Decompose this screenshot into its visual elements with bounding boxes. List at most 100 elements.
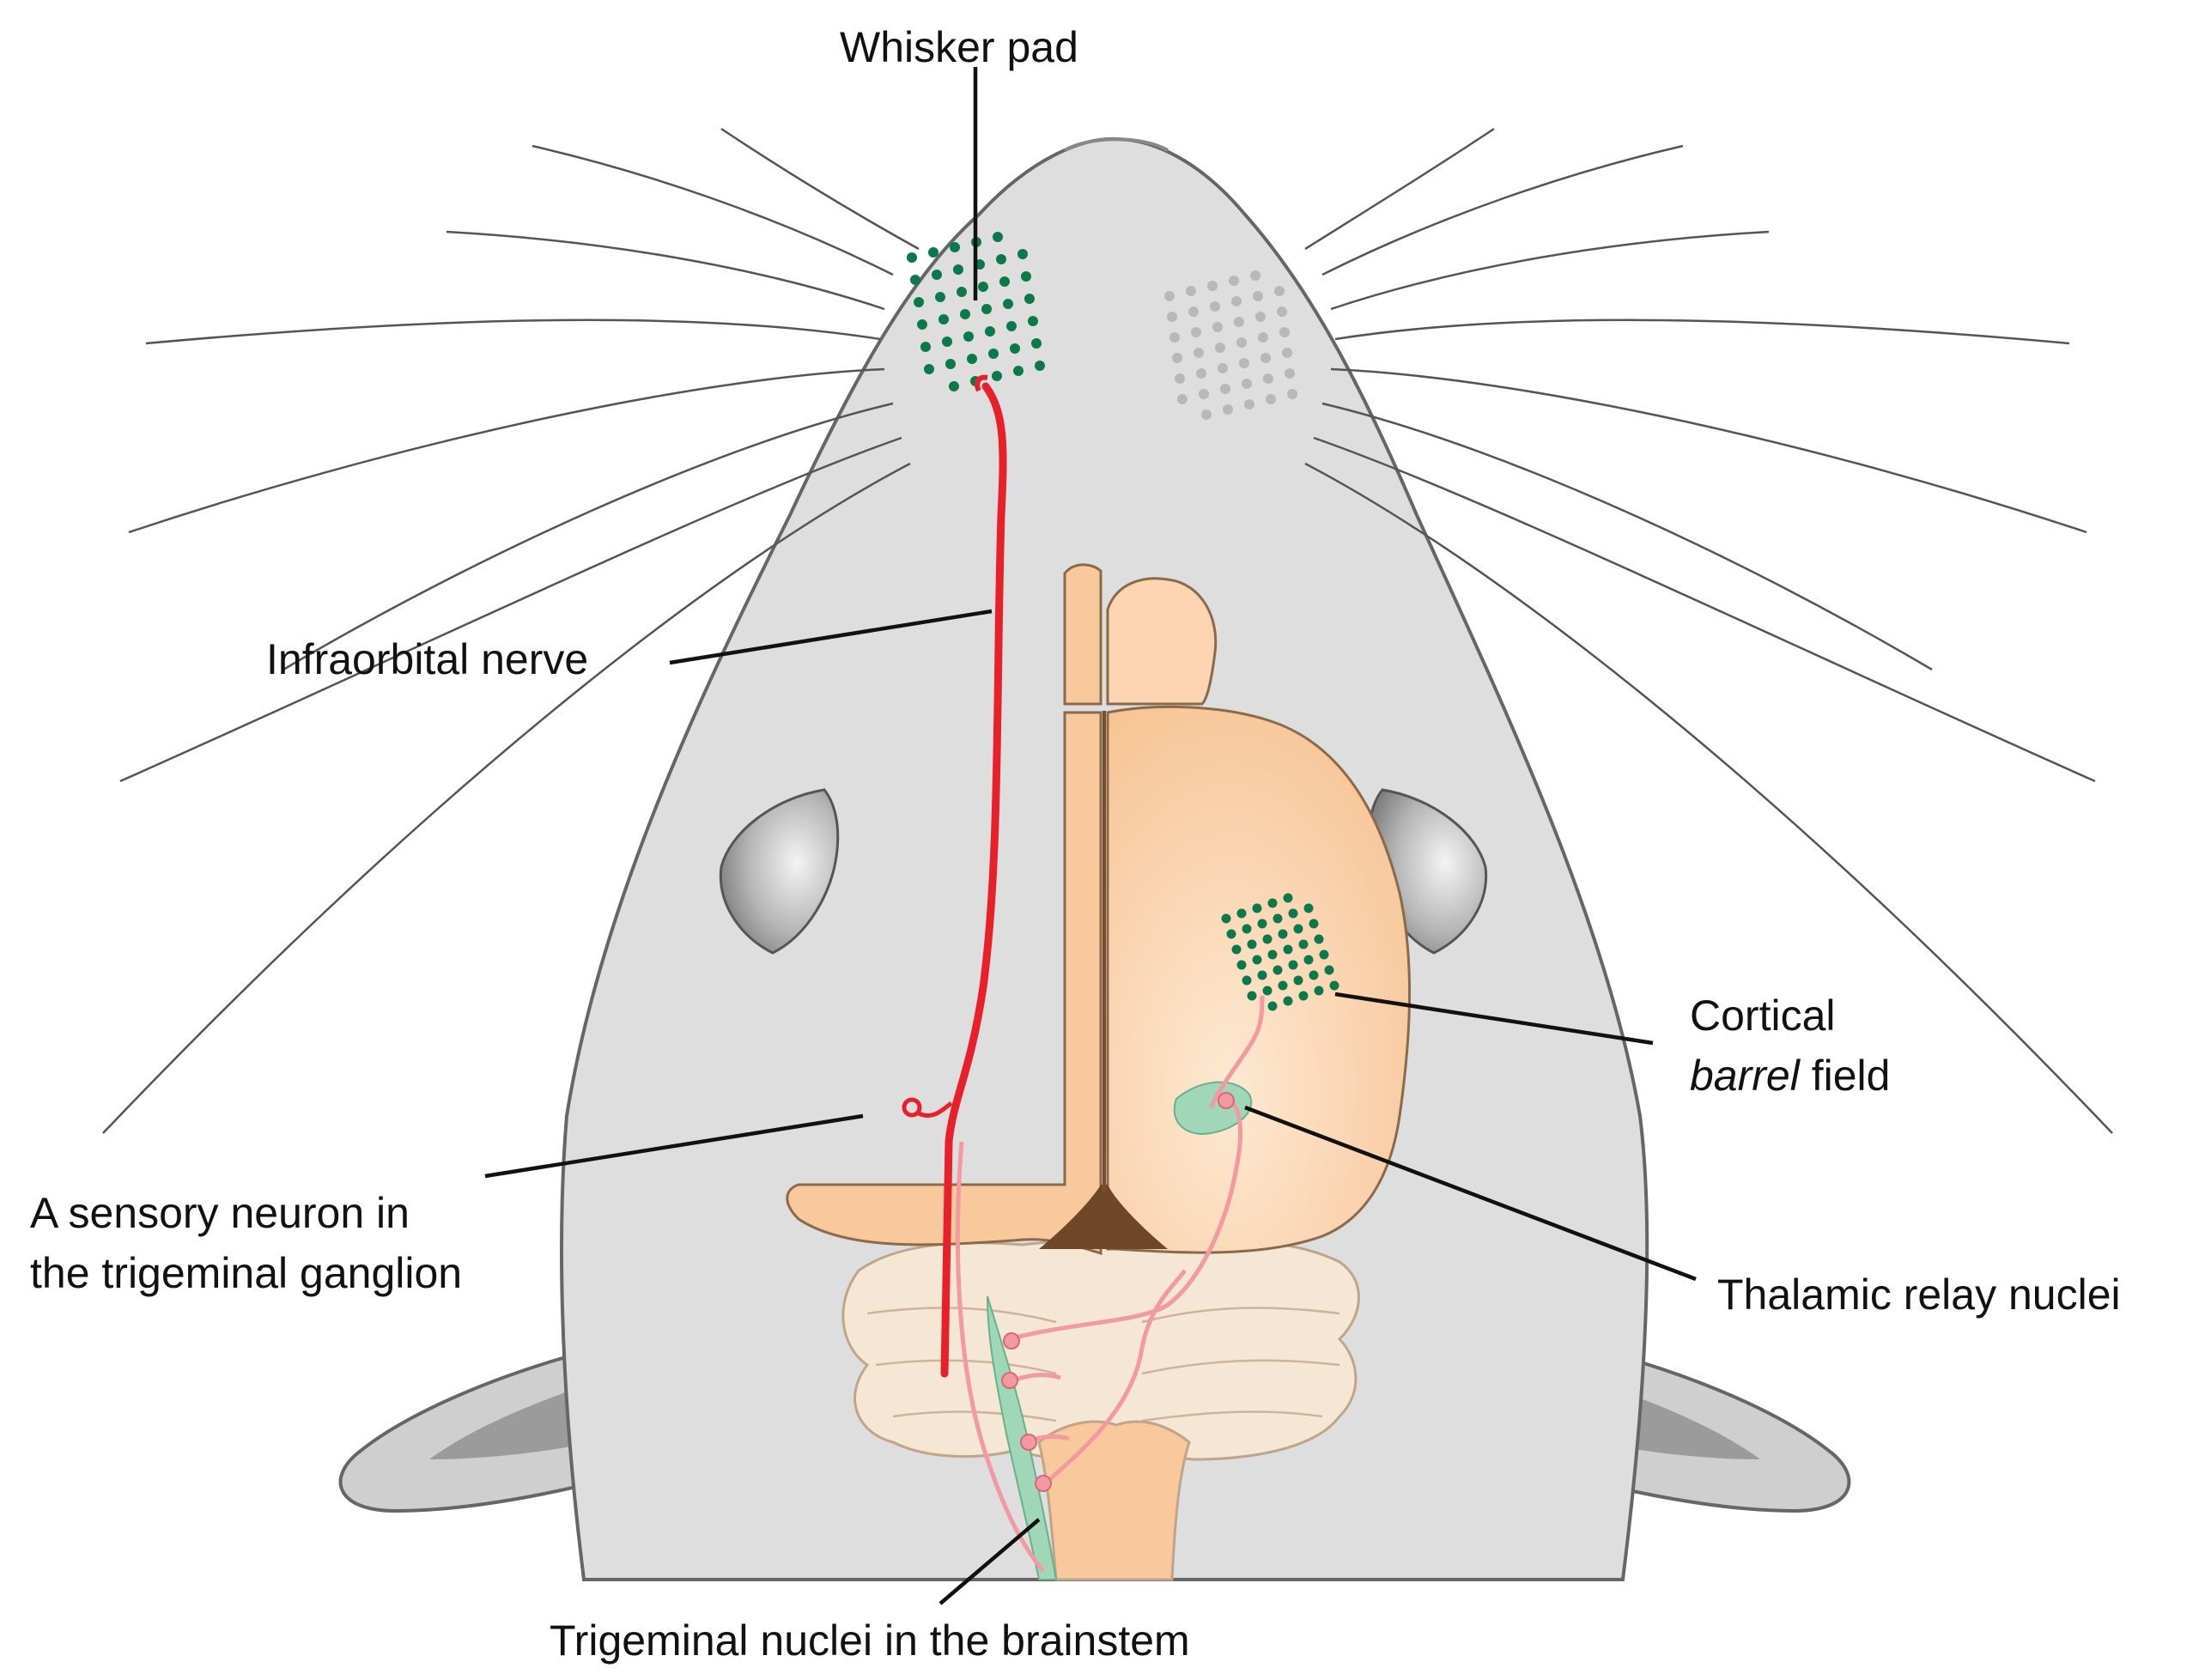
- barrel-dot: [1252, 903, 1262, 913]
- whisker-dot-inactive: [1186, 286, 1196, 296]
- whisker-dot-inactive: [1207, 281, 1218, 291]
- whisker-dot-inactive: [1242, 379, 1252, 389]
- barrel-dot: [1267, 1001, 1278, 1011]
- whisker-dot: [985, 326, 995, 337]
- barrel-dot: [1236, 960, 1247, 970]
- whisker-dot: [963, 331, 974, 342]
- whisker-dot: [978, 282, 988, 292]
- nose-tip: [1064, 137, 1169, 152]
- barrel-dot: [1267, 949, 1278, 960]
- whisker-dot-inactive: [1218, 363, 1228, 373]
- whisker-dot-inactive: [1212, 322, 1223, 332]
- barrel-dot: [1303, 903, 1314, 913]
- leader-sensory-neuron: [484, 1113, 864, 1179]
- whisker-dot-inactive: [1164, 291, 1175, 301]
- sensory-neuron-cell-body: [902, 1097, 953, 1118]
- barrel-dot: [1252, 955, 1262, 965]
- barrel-dot: [1242, 924, 1252, 934]
- barrel-dot: [1309, 970, 1319, 980]
- leader-thalamic: [1244, 1105, 1697, 1282]
- whisker-dot: [917, 319, 927, 330]
- label-cortical-barrel: barrel: [1690, 1052, 1801, 1100]
- whisker-dot-inactive: [1191, 327, 1201, 337]
- barrel-dot: [1329, 980, 1339, 991]
- whisker-dot-inactive: [1199, 389, 1209, 399]
- whisker-dot-inactive: [1231, 296, 1242, 306]
- whisker-dot: [938, 314, 949, 324]
- barrel-dot: [1283, 893, 1293, 903]
- whisker-dot-inactive: [1285, 368, 1295, 379]
- whisker-dot-inactive: [1258, 332, 1268, 343]
- whisker-dot-inactive: [1239, 358, 1249, 368]
- whisker-dot-inactive: [1175, 373, 1185, 384]
- midline-fissure: [1039, 1185, 1168, 1249]
- barrel-dot: [1278, 980, 1288, 991]
- whisker-dot-inactive: [1196, 368, 1206, 379]
- whisker-dot-inactive: [1215, 343, 1225, 353]
- whisker-dot: [992, 371, 1002, 381]
- synapse-dots: [1001, 1092, 1235, 1492]
- barrel-dot: [1247, 939, 1257, 949]
- whisker-dot: [1003, 299, 1013, 309]
- whisker-dot: [942, 337, 952, 347]
- olfactory-bulb-left: [1063, 563, 1102, 706]
- whisker-dot: [932, 270, 942, 280]
- barrel-dot: [1283, 944, 1293, 955]
- whisker-dot: [935, 292, 945, 302]
- label-thalamic: Thalamic relay nuclei: [1717, 1271, 2121, 1319]
- whisker-dot: [988, 349, 999, 359]
- label-cortical-line2: barrel field: [1690, 1052, 1890, 1100]
- barrel-dot: [1231, 944, 1242, 955]
- left-whiskers: [102, 127, 920, 1134]
- whisker-dot-inactive: [1169, 332, 1180, 343]
- leader-infraorbital-nerve: [669, 609, 993, 665]
- whisker-dot: [1010, 343, 1020, 354]
- whisker-dot-inactive: [1266, 394, 1276, 404]
- whisker-dot: [924, 364, 934, 374]
- barrel-dot: [1303, 955, 1314, 965]
- whisker-dot-inactive: [1177, 394, 1188, 404]
- whisker-dot-inactive: [1279, 327, 1290, 337]
- barrel-dot: [1283, 996, 1293, 1006]
- whisker-dot-inactive: [1223, 404, 1233, 415]
- label-sensory-neuron-line2: the trigeminal ganglion: [30, 1249, 462, 1297]
- label-sensory-neuron-line1: A sensory neuron in: [30, 1189, 410, 1237]
- barrel-dot: [1319, 949, 1329, 960]
- whisker-dot-inactive: [1250, 270, 1260, 281]
- whisker-dot: [967, 354, 977, 364]
- whisker-dot-inactive: [1287, 389, 1297, 399]
- whisker-dot-inactive: [1234, 317, 1244, 327]
- whisker-dot-inactive: [1167, 312, 1177, 322]
- whisker-dot-inactive: [1263, 373, 1273, 384]
- whisker-dot-inactive: [1244, 399, 1254, 409]
- barrel-dot: [1288, 908, 1298, 919]
- whisker-dot: [928, 247, 938, 258]
- label-cortical-line1: Cortical: [1690, 992, 1835, 1040]
- barrel-dot: [1309, 919, 1319, 929]
- barrel-dot: [1324, 965, 1334, 975]
- whisker-dot-inactive: [1220, 384, 1230, 394]
- cortical-barrel-field: [1221, 893, 1339, 1011]
- cerebellum-folds: [866, 1307, 1340, 1422]
- barrel-dot: [1314, 986, 1324, 996]
- barrel-dot: [1257, 970, 1267, 980]
- whisker-dot: [907, 252, 917, 263]
- label-whisker-pad: Whisker pad: [840, 23, 1078, 71]
- right-whiskers: [1304, 127, 2113, 1134]
- whisker-dot: [999, 276, 1010, 287]
- barrel-dot: [1293, 975, 1303, 986]
- whisker-dot-inactive: [1172, 353, 1182, 363]
- whisker-dot: [910, 275, 920, 285]
- whisker-dot: [914, 297, 924, 307]
- barrel-dot: [1298, 991, 1309, 1001]
- whisker-dot-inactive: [1255, 312, 1266, 322]
- barrel-dot: [1242, 975, 1252, 986]
- left-eye: [719, 788, 840, 955]
- whisker-dot: [920, 342, 931, 352]
- whisker-dot-inactive: [1236, 337, 1247, 348]
- barrel-dot: [1298, 939, 1309, 949]
- barrel-dot: [1273, 913, 1283, 924]
- whisker-dot: [1013, 366, 1023, 376]
- barrel-dot: [1288, 960, 1298, 970]
